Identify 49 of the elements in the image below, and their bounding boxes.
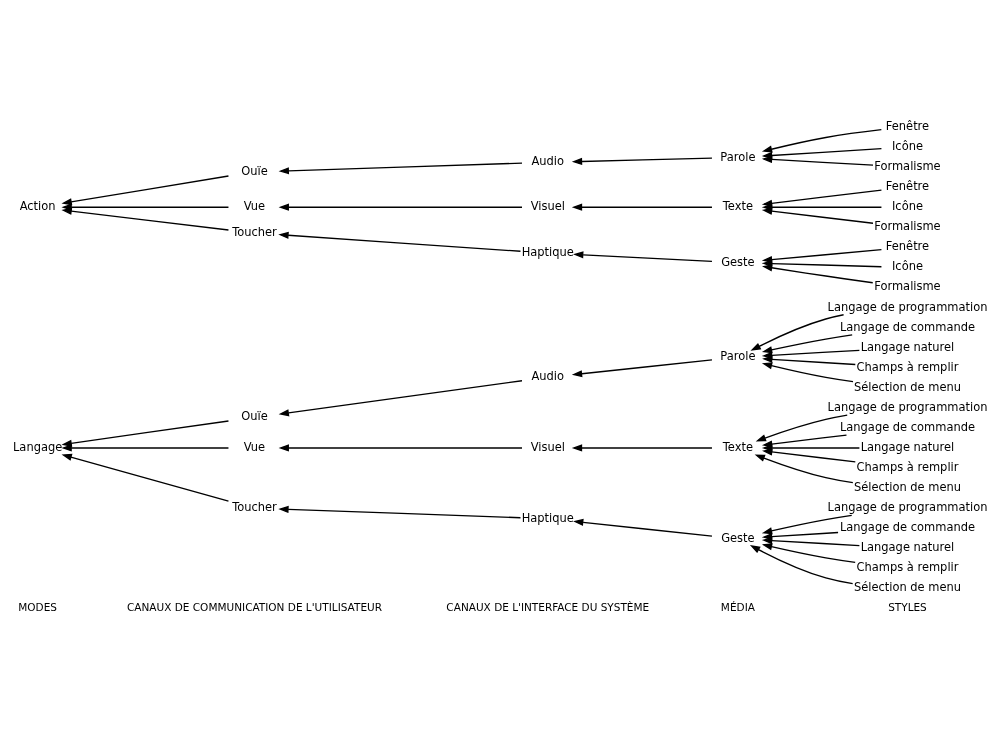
node-text: Champs à remplir xyxy=(856,359,959,374)
node-text: Formalisme xyxy=(874,218,941,233)
node-text: Langage de commande xyxy=(839,519,976,534)
label: MÉDIA xyxy=(720,600,755,613)
node-text: Haptique xyxy=(521,510,574,525)
node-text: Visuel xyxy=(530,439,565,454)
node-text: Audio xyxy=(531,153,565,168)
node-text: Sélection de menu xyxy=(853,579,962,594)
node-text: Ouïe xyxy=(241,163,268,178)
label: STYLES xyxy=(888,600,927,613)
label: CANAUX DE COMMUNICATION DE L'UTILISATEUR xyxy=(126,600,383,613)
node-text: Icône xyxy=(891,138,923,153)
node-text: Parole xyxy=(720,149,756,164)
node-text: Ouïe xyxy=(241,408,268,423)
node-text: Geste xyxy=(721,254,755,269)
node-text: Sélection de menu xyxy=(853,379,962,394)
node-text: Langage de programmation xyxy=(827,499,988,514)
node-text: Sélection de menu xyxy=(853,479,962,494)
node-text: Toucher xyxy=(232,499,277,514)
node-text: Icône xyxy=(891,258,923,273)
node-text: Champs à remplir xyxy=(856,559,959,574)
node-text: Langage naturel xyxy=(860,539,955,554)
node-text: Icône xyxy=(891,198,923,213)
node-text: Fenêtre xyxy=(885,238,930,253)
label: CANAUX DE L'INTERFACE DU SYSTÈME xyxy=(446,600,650,613)
node-text: Fenêtre xyxy=(885,118,930,133)
node-text: Fenêtre xyxy=(885,178,930,193)
node-text: Audio xyxy=(531,368,565,383)
node-text: Action xyxy=(19,198,56,213)
node-text: Haptique xyxy=(521,244,574,259)
node-text: Langage naturel xyxy=(860,439,955,454)
node-text: Geste xyxy=(721,530,755,545)
node-text: Texte xyxy=(722,439,754,454)
node-text: Champs à remplir xyxy=(856,459,959,474)
node-text: Texte xyxy=(722,198,754,213)
node-text: Langage de commande xyxy=(839,419,976,434)
node-text: Toucher xyxy=(232,224,277,239)
node-text: Formalisme xyxy=(874,158,941,173)
node-text: Vue xyxy=(243,439,266,454)
node-text: Langage de programmation xyxy=(827,399,988,414)
node-text: Langage naturel xyxy=(860,339,955,354)
node-text: Langage de commande xyxy=(839,319,976,334)
node-text: Parole xyxy=(720,348,756,363)
node-text: Formalisme xyxy=(874,278,941,293)
node-text: Langage de programmation xyxy=(827,299,988,314)
label: MODES xyxy=(18,600,57,613)
node-text: Visuel xyxy=(530,198,565,213)
node-text: Langage xyxy=(12,439,63,454)
node-text: Vue xyxy=(243,198,266,213)
